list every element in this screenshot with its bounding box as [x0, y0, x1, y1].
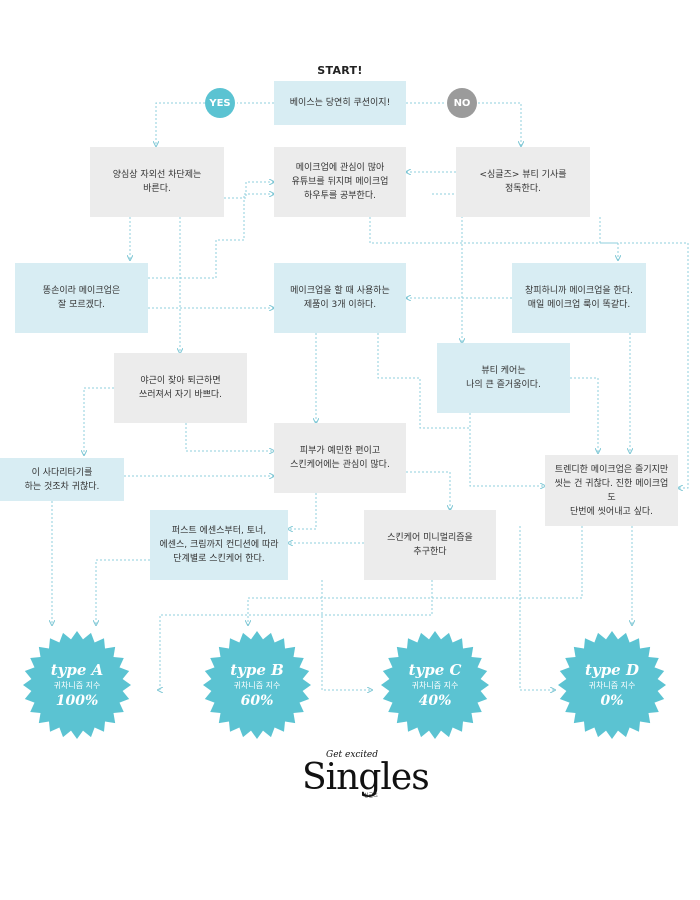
burst-badge-icon — [558, 631, 666, 739]
edge-yang-youtube — [224, 182, 274, 199]
question-clumsy-hands: 똥손이라 메이크업은 잘 모르겠다. — [15, 263, 148, 333]
result-type-name: type C — [408, 660, 462, 679]
question-youtube-howto: 메이크업에 관심이 많아 유튜브를 뒤지며 메이크업 하우투를 공부한다. — [274, 147, 406, 217]
question-step-skincare: 퍼스트 에센스부터, 토너, 에센스, 크림까지 컨디션에 따라 단계별로 스킨… — [150, 510, 288, 580]
result-type-name: type D — [585, 660, 639, 679]
question-minimalism: 스킨케어 미니멀리즘을 추구한다 — [364, 510, 496, 580]
result-index-value: 0% — [600, 692, 624, 709]
question-same-look: 창피하니까 메이크업을 한다. 매일 메이크업 룩이 똑같다. — [512, 263, 646, 333]
edge-steps-typeA — [96, 559, 150, 625]
burst-badge-icon — [381, 631, 489, 739]
result-index-value: 40% — [418, 692, 452, 709]
result-index-label: 귀차니즘 지수 — [411, 680, 459, 690]
edge-overtime-skin — [185, 423, 274, 451]
burst-badge-icon — [203, 631, 311, 739]
question-cushion-base: 베이스는 당연히 쿠션이지! — [274, 81, 406, 125]
edge-overtime-ladder — [84, 387, 114, 455]
edge-youtube-trendy — [369, 217, 689, 488]
edge-trendy-typeC — [519, 526, 555, 690]
edge-products-trendy — [377, 333, 545, 486]
singles-logo: Get excited Singles 싱글즈 — [296, 748, 430, 808]
result-index-value: 100% — [55, 692, 99, 709]
edge-beauty-trendy — [570, 377, 598, 453]
question-three-products: 메이크업을 할 때 사용하는 제품이 3개 이하다. — [274, 263, 406, 333]
result-index-label: 귀차니즘 지수 — [233, 680, 281, 690]
question-trendy-makeup: 트렌디한 메이크업은 즐기지만 씻는 건 귀찮다. 진한 메이크업도 단번에 씻… — [545, 455, 678, 526]
result-type-name: type B — [230, 660, 284, 679]
burst-badge-icon — [23, 631, 131, 739]
edge-ttong-youtube — [148, 194, 274, 279]
question-singles-article: <싱글즈> 뷰티 기사를 정독한다. — [456, 147, 590, 217]
question-ladder-bother: 이 사다리타기를 하는 것조차 귀찮다. — [0, 458, 124, 501]
result-type-b: type B 귀차니즘 지수 60% — [202, 630, 312, 740]
edge-steps-typeC — [321, 580, 372, 690]
logo-subtext: 싱글즈 — [364, 793, 378, 799]
edge-skin-steps — [288, 493, 317, 529]
edge-singles-boring — [599, 217, 618, 260]
question-sunscreen: 양심상 자외선 차단제는 바른다. — [90, 147, 224, 217]
no-badge: NO — [447, 88, 477, 118]
yes-badge: YES — [205, 88, 235, 118]
result-index-label: 귀차니즘 지수 — [53, 680, 101, 690]
edge-skin-minimal — [406, 471, 450, 510]
result-index-label: 귀차니즘 지수 — [588, 680, 636, 690]
result-type-c: type C 귀차니즘 지수 40% — [380, 630, 490, 740]
result-index-value: 60% — [240, 692, 274, 709]
edge-yes-yang — [156, 102, 205, 146]
result-type-name: type A — [50, 660, 104, 679]
edge-trendy-typeB — [248, 526, 583, 625]
question-sensitive-skin: 피부가 예민한 편이고 스킨케어에는 관심이 많다. — [274, 423, 406, 493]
result-type-a: type A 귀차니즘 지수 100% — [22, 630, 132, 740]
result-type-d: type D 귀차니즘 지수 0% — [557, 630, 667, 740]
logo-wordmark: Singles — [302, 757, 430, 798]
logo-tagline: Get excited — [326, 750, 379, 760]
edge-no-singles — [478, 102, 521, 146]
question-overtime: 야근이 잦아 퇴근하면 쓰러져서 자기 바쁘다. — [114, 353, 247, 423]
start-label: START! — [317, 64, 363, 77]
question-beauty-care-joy: 뷰티 케어는 나의 큰 즐거움이다. — [437, 343, 570, 413]
